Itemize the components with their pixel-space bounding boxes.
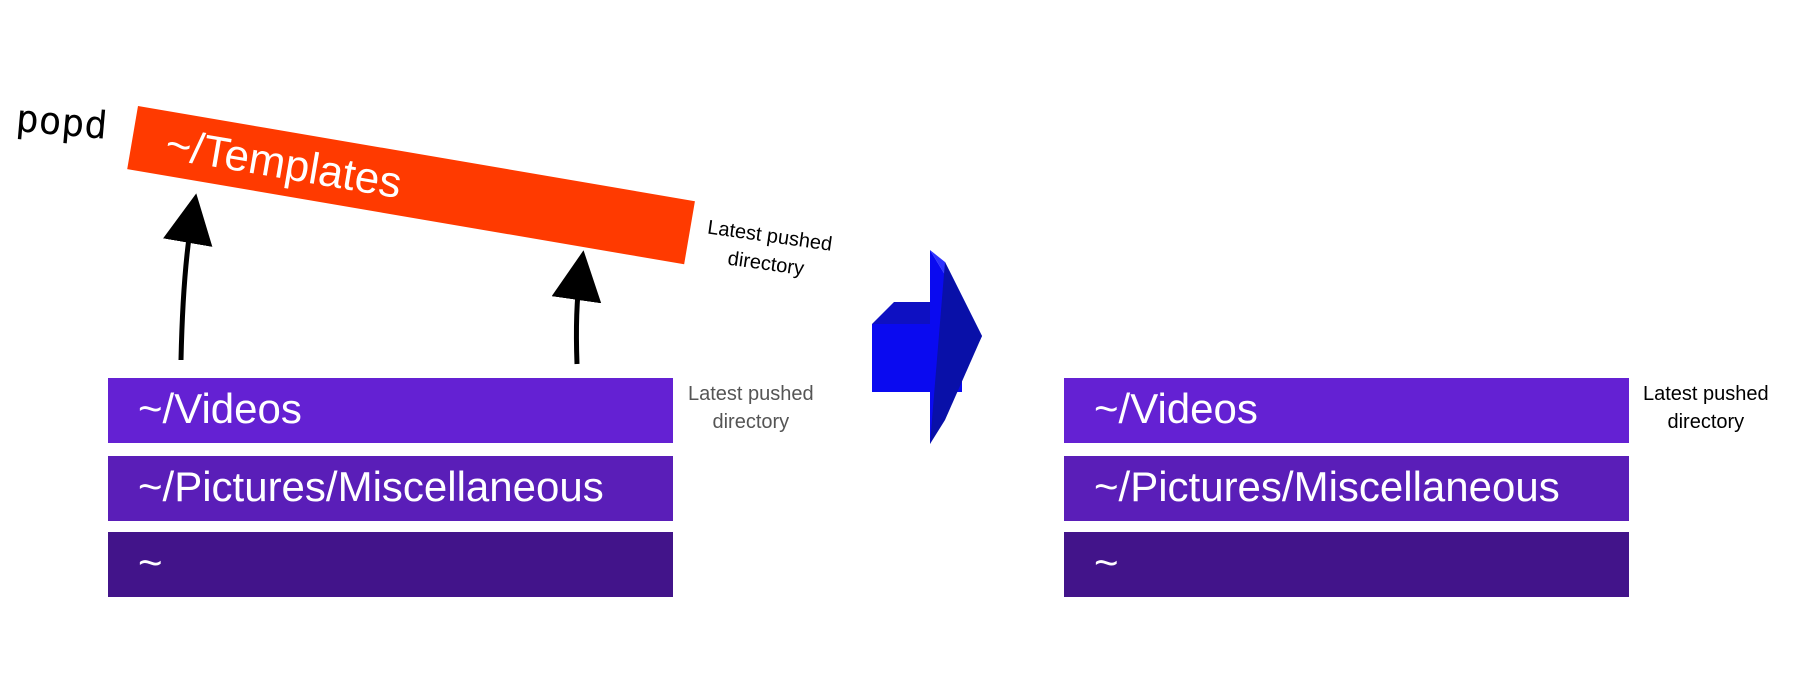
popped-directory-label: ~/Templates <box>161 119 406 209</box>
stack-item: ~/Pictures/Miscellaneous <box>1064 456 1629 521</box>
popped-latest-pushed-note: Latest pushed directory <box>702 214 834 287</box>
before-latest-pushed-note: Latest pushed directory <box>688 380 814 436</box>
stack-item: ~ <box>108 532 673 597</box>
popped-latest-pushed-note-text: Latest pushed directory <box>706 216 834 281</box>
stack-item: ~/Videos <box>1064 378 1629 443</box>
up-curved-arrow-icon <box>551 250 602 365</box>
right-arrow-3d-icon <box>872 250 982 444</box>
popd-command-label: popd <box>14 96 110 148</box>
popped-directory-block: ~/Templates <box>127 106 695 265</box>
stack-item: ~/Pictures/Miscellaneous <box>108 456 673 521</box>
after-latest-pushed-note-text: Latest pushed directory <box>1643 383 1769 433</box>
up-curved-arrow-icon <box>163 193 213 361</box>
stack-item: ~ <box>1064 532 1629 597</box>
after-latest-pushed-note: Latest pushed directory <box>1643 380 1769 436</box>
before-latest-pushed-note-text: Latest pushed directory <box>688 383 814 433</box>
stack-item: ~/Videos <box>108 378 673 443</box>
